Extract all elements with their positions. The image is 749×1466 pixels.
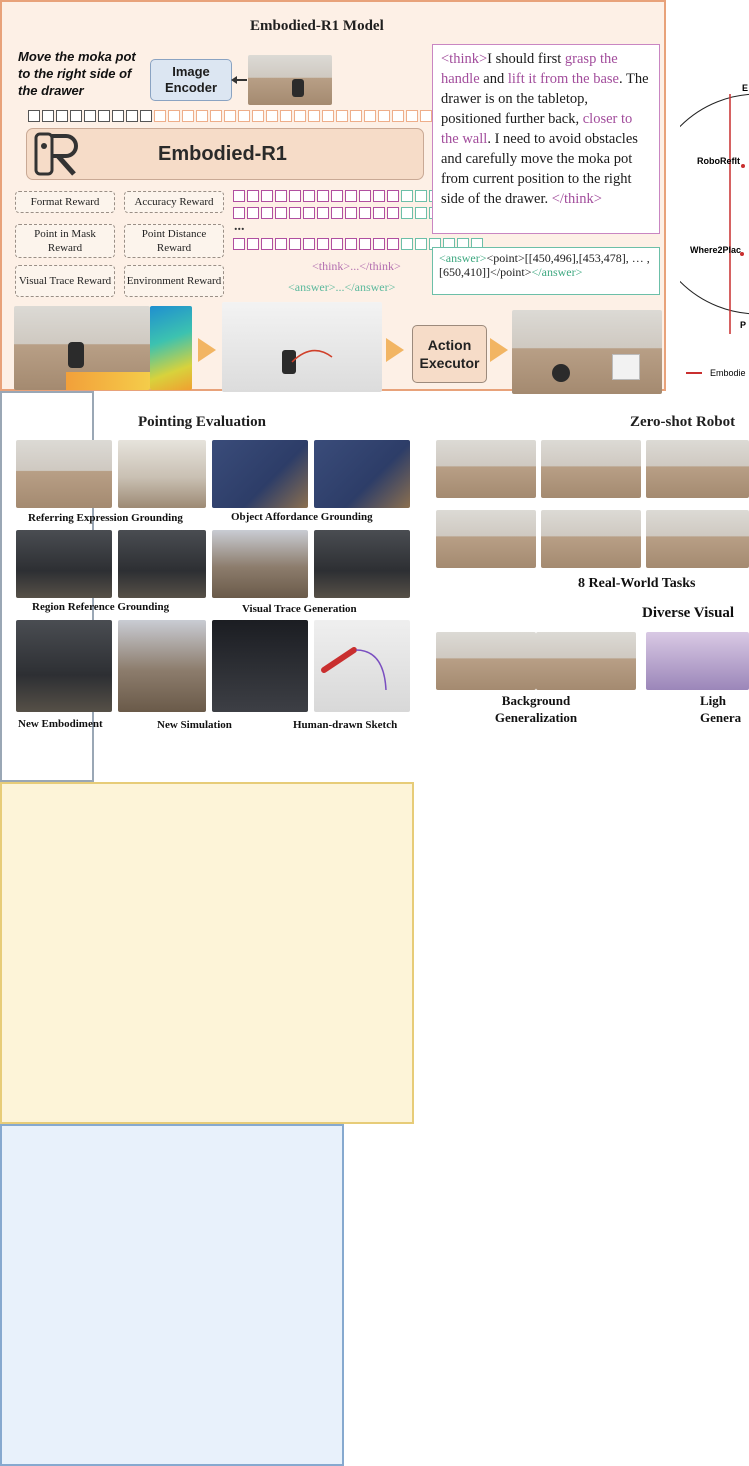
answer-text-box: <answer><point>[[450,496],[453,478], … ,…	[432, 247, 660, 295]
radar-legend-label: Embodie	[710, 368, 746, 378]
reward-visual-trace: Visual Trace Reward	[15, 265, 115, 297]
pointing-photo-9	[16, 620, 112, 712]
depth-map-photo	[150, 306, 192, 390]
caption-object-affordance: Object Affordance Grounding	[231, 511, 373, 523]
think-seg-1: grasp the handle	[441, 51, 618, 87]
pointing-photo-8	[314, 530, 410, 598]
radar-chart-fragment	[680, 93, 749, 374]
pointing-title: Pointing Evaluation	[138, 414, 266, 430]
instruction-text: Move the moka pot to the right side of t…	[18, 49, 136, 98]
reward-environment: Environment Reward	[124, 265, 224, 297]
reward-format: Format Reward	[15, 191, 115, 213]
zeroshot-title: Zero-shot Robot	[630, 414, 736, 430]
caption-referring-expression: Referring Expression Grounding	[28, 512, 183, 524]
action-executor-box: Action Executor	[412, 325, 487, 383]
think-text-box: <think>I should first grasp the handle a…	[432, 44, 660, 234]
pointing-photo-3	[212, 440, 308, 508]
think-seg-3: lift it from the base	[507, 71, 619, 87]
answer-close-tag: </answer>	[531, 265, 583, 279]
think-seg-2: and	[479, 71, 508, 87]
pointing-photo-5	[16, 530, 112, 598]
caption-new-embodiment: New Embodiment	[18, 718, 103, 730]
task-photo-1	[436, 440, 536, 498]
model-core-bar	[26, 128, 424, 180]
caption-region-reference: Region Reference Grounding	[32, 601, 170, 613]
think-seg-5: closer to the wall	[441, 111, 633, 147]
encoder-arrow-icon	[231, 76, 247, 84]
caption-new-simulation: New Simulation	[157, 719, 232, 731]
think-seg-6: . I need to avoid obstacles and carefull…	[441, 131, 638, 207]
pipeline-input-photo	[14, 306, 150, 390]
think-close-tag: </think>	[551, 191, 602, 207]
pipeline-arrow-icon-3	[490, 338, 508, 362]
output-token-row-3	[233, 238, 483, 250]
radar-label-e: E	[742, 83, 749, 93]
pointing-photo-2	[118, 440, 206, 508]
model-title: Embodied-R1 Model	[250, 18, 384, 34]
pointing-photo-11	[212, 620, 308, 712]
pointing-photo-4	[314, 440, 410, 508]
model-name-label: Embodied-R1	[158, 143, 287, 165]
zeroshot-panel	[0, 1124, 344, 1466]
lighting-generalization-label: Ligh Genera	[700, 693, 742, 725]
pipeline-arrow-icon	[198, 338, 216, 362]
task-photo-2	[541, 440, 641, 498]
background-photo-2	[536, 632, 636, 690]
pointing-photo-1	[16, 440, 112, 508]
pointing-photo-10	[118, 620, 206, 712]
think-seg-4: . The drawer is on the tabletop, positio…	[441, 71, 649, 127]
answer-tag-label: <answer>...</answer>	[288, 280, 396, 294]
answer-point: <point>[[450,496],[453,478], … ,[650,410…	[439, 251, 650, 279]
lighting-photo	[646, 632, 749, 690]
answer-open-tag: <answer>	[439, 251, 487, 265]
image-encoder-box: Image Encoder	[150, 59, 232, 101]
pipeline-output-photo	[512, 310, 662, 394]
robot-logo-icon	[34, 132, 78, 176]
token-ellipsis: ...	[234, 219, 245, 234]
pointing-photo-7	[212, 530, 308, 598]
radar-label-p: P	[740, 320, 747, 330]
input-scene-photo	[248, 55, 332, 105]
task-photo-6	[646, 510, 749, 568]
background-photo-1	[436, 632, 536, 690]
pointing-photo-12	[314, 620, 410, 712]
think-open-tag: <think>	[441, 51, 488, 67]
diverse-label: Diverse Visual	[642, 605, 735, 621]
reward-point-distance: Point Distance Reward	[124, 224, 224, 258]
caption-visual-trace: Visual Trace Generation	[242, 603, 357, 615]
input-token-row	[28, 110, 432, 122]
caption-human-sketch: Human-drawn Sketch	[293, 719, 398, 731]
task-photo-3	[646, 440, 749, 498]
task-photo-4	[436, 510, 536, 568]
reward-point-in-mask: Point in Mask Reward	[15, 224, 115, 258]
pointing-photo-6	[118, 530, 206, 598]
pipeline-arrow-icon-2	[386, 338, 404, 362]
think-tag-label: <think>...</think>	[312, 259, 401, 273]
reward-accuracy: Accuracy Reward	[124, 191, 224, 213]
radar-label-roborefit: RoboRefIt	[697, 156, 740, 166]
think-seg-0: I should first	[487, 51, 565, 67]
radar-label-where2place: Where2Plac	[690, 245, 742, 255]
pointcloud-photo	[222, 302, 382, 392]
pointing-panel	[0, 782, 414, 1124]
background-generalization-label: Background Generalization	[494, 693, 578, 725]
tasks-label: 8 Real-World Tasks	[578, 576, 696, 591]
task-photo-5	[541, 510, 641, 568]
